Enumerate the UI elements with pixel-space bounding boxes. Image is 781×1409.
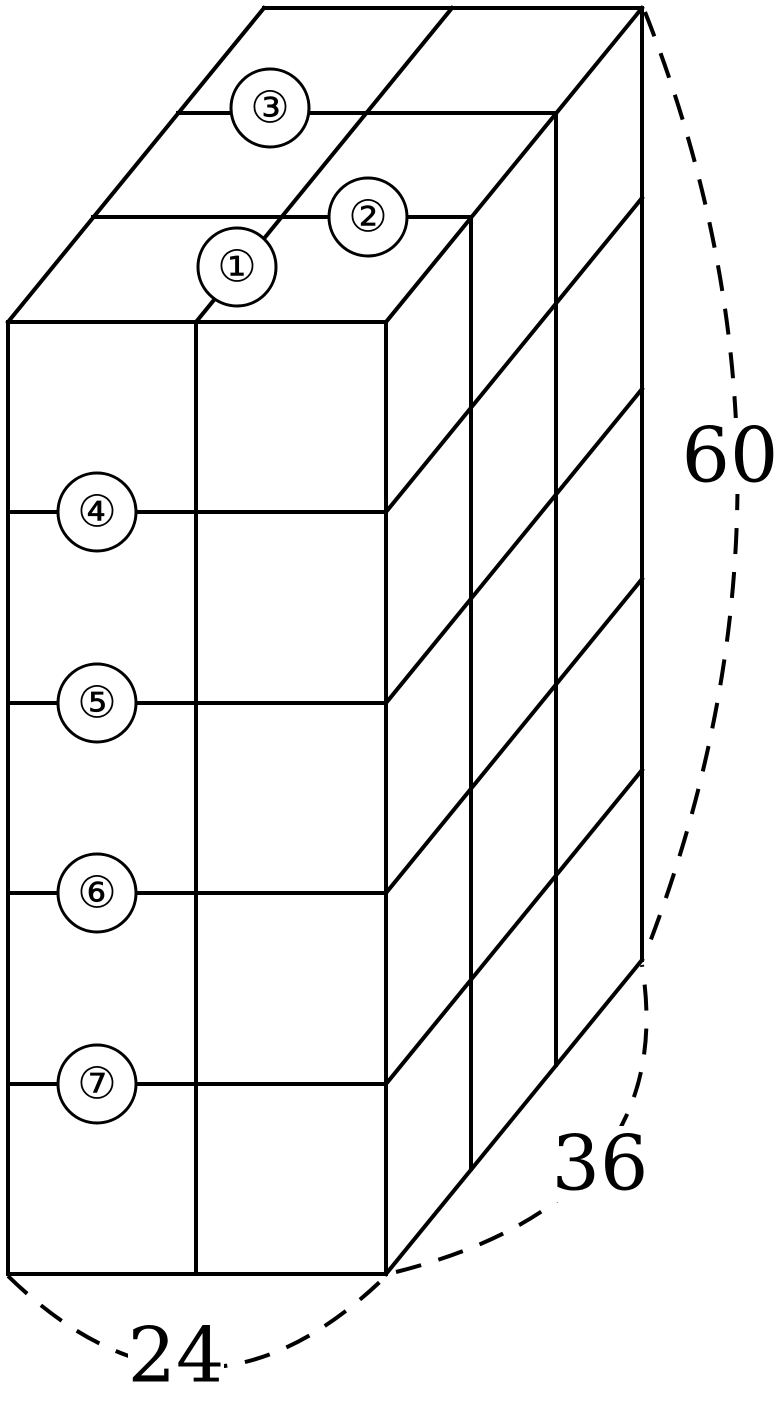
- marker-3-label: ③: [250, 83, 289, 134]
- marker-7-label: ⑦: [77, 1059, 116, 1110]
- depth-dimension-label: 36: [552, 1119, 649, 1208]
- marker-3: ③: [229, 67, 311, 149]
- width-dimension-label: 24: [128, 1311, 225, 1400]
- marker-5: ⑤: [56, 662, 138, 744]
- marker-6: ⑥: [56, 852, 138, 934]
- side-layer-line-1: [383, 195, 645, 515]
- marker-5-label: ⑤: [77, 678, 116, 729]
- height-dimension-label: 60: [682, 411, 779, 500]
- block-markers: ① ② ③ ④ ⑤ ⑥ ⑦: [56, 67, 409, 1125]
- side-bottom-edge: [383, 957, 645, 1277]
- side-layer-line-4: [383, 767, 645, 1087]
- side-layer-line-2: [383, 386, 645, 706]
- marker-6-label: ⑥: [77, 868, 116, 919]
- marker-1: ①: [196, 226, 278, 308]
- side-face: [383, 5, 645, 1277]
- dimension-labels: 24 36 60: [128, 411, 779, 1400]
- marker-4-label: ④: [77, 487, 116, 538]
- marker-4: ④: [56, 471, 138, 553]
- top-face: [5, 5, 644, 325]
- width-dimension-curve: [6, 1274, 388, 1370]
- top-left-edge: [5, 5, 267, 325]
- side-layer-line-3: [383, 576, 645, 896]
- marker-2-label: ②: [348, 192, 387, 243]
- front-face: [6, 320, 388, 1276]
- side-top-edge: [383, 5, 645, 325]
- marker-2: ②: [327, 176, 409, 258]
- height-dimension-curve: [643, 11, 740, 956]
- marker-7: ⑦: [56, 1043, 138, 1125]
- marker-1-label: ①: [217, 242, 256, 293]
